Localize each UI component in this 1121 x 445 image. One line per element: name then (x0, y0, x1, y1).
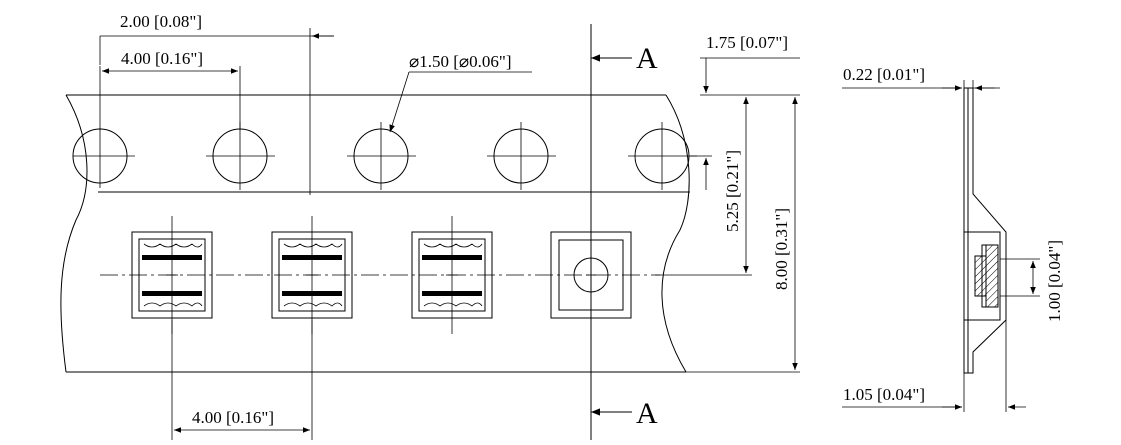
dimension-tape-width: 8.00 [0.31"] (686, 97, 800, 373)
sprocket-holes (72, 122, 697, 190)
dimension-edge-to-hole: 1.75 [0.07"] (690, 33, 800, 190)
component-pocket (271, 216, 353, 334)
dim-hole-to-pocket-label: 5.25 [0.21"] (723, 150, 742, 232)
component-pocket (131, 216, 213, 334)
dimension-hole-diameter: ⌀1.50 [⌀0.06"] (389, 52, 532, 133)
section-line-a: A A (590, 24, 658, 440)
dimension-sprocket-pitch: 4.00 [0.16"] (99, 49, 241, 130)
sprocket-hole (347, 122, 416, 190)
dim-tape-width-label: 8.00 [0.31"] (772, 208, 791, 290)
pockets (131, 216, 632, 334)
carrier-tape (60, 94, 690, 373)
sprocket-hole (628, 122, 697, 190)
dimension-component-height: 1.00 [0.04"] (1000, 240, 1064, 322)
sprocket-hole (487, 122, 556, 190)
section-view (963, 87, 1007, 374)
dim-tape-thickness-label: 0.22 [0.01"] (843, 65, 925, 84)
dimension-pocket-pitch: 4.00 [0.16"] (171, 320, 313, 440)
dimension-pocket-depth: 1.05 [0.04"] (842, 320, 1026, 412)
dim-sprocket-pitch-label: 4.00 [0.16"] (121, 49, 203, 68)
dim-hole-diameter-label: ⌀1.50 [⌀0.06"] (409, 52, 511, 71)
dim-component-height-label: 1.00 [0.04"] (1045, 240, 1064, 322)
dim-2mm-label: 2.00 [0.08"] (120, 12, 202, 31)
dimension-top-2mm: 2.00 [0.08"] (99, 12, 334, 195)
dim-pocket-pitch-label: 4.00 [0.16"] (192, 408, 274, 427)
dim-pocket-depth-label: 1.05 [0.04"] (843, 385, 925, 404)
dim-edge-to-hole-label: 1.75 [0.07"] (706, 33, 788, 52)
sprocket-hole (206, 122, 275, 190)
section-label-bottom: A (636, 397, 658, 430)
dimension-tape-thickness: 0.22 [0.01"] (842, 65, 1000, 91)
component-pocket (411, 216, 493, 334)
sprocket-hole (72, 128, 135, 188)
dimension-hole-to-pocket: 5.25 [0.21"] (655, 94, 800, 276)
section-label-top: A (636, 42, 658, 75)
